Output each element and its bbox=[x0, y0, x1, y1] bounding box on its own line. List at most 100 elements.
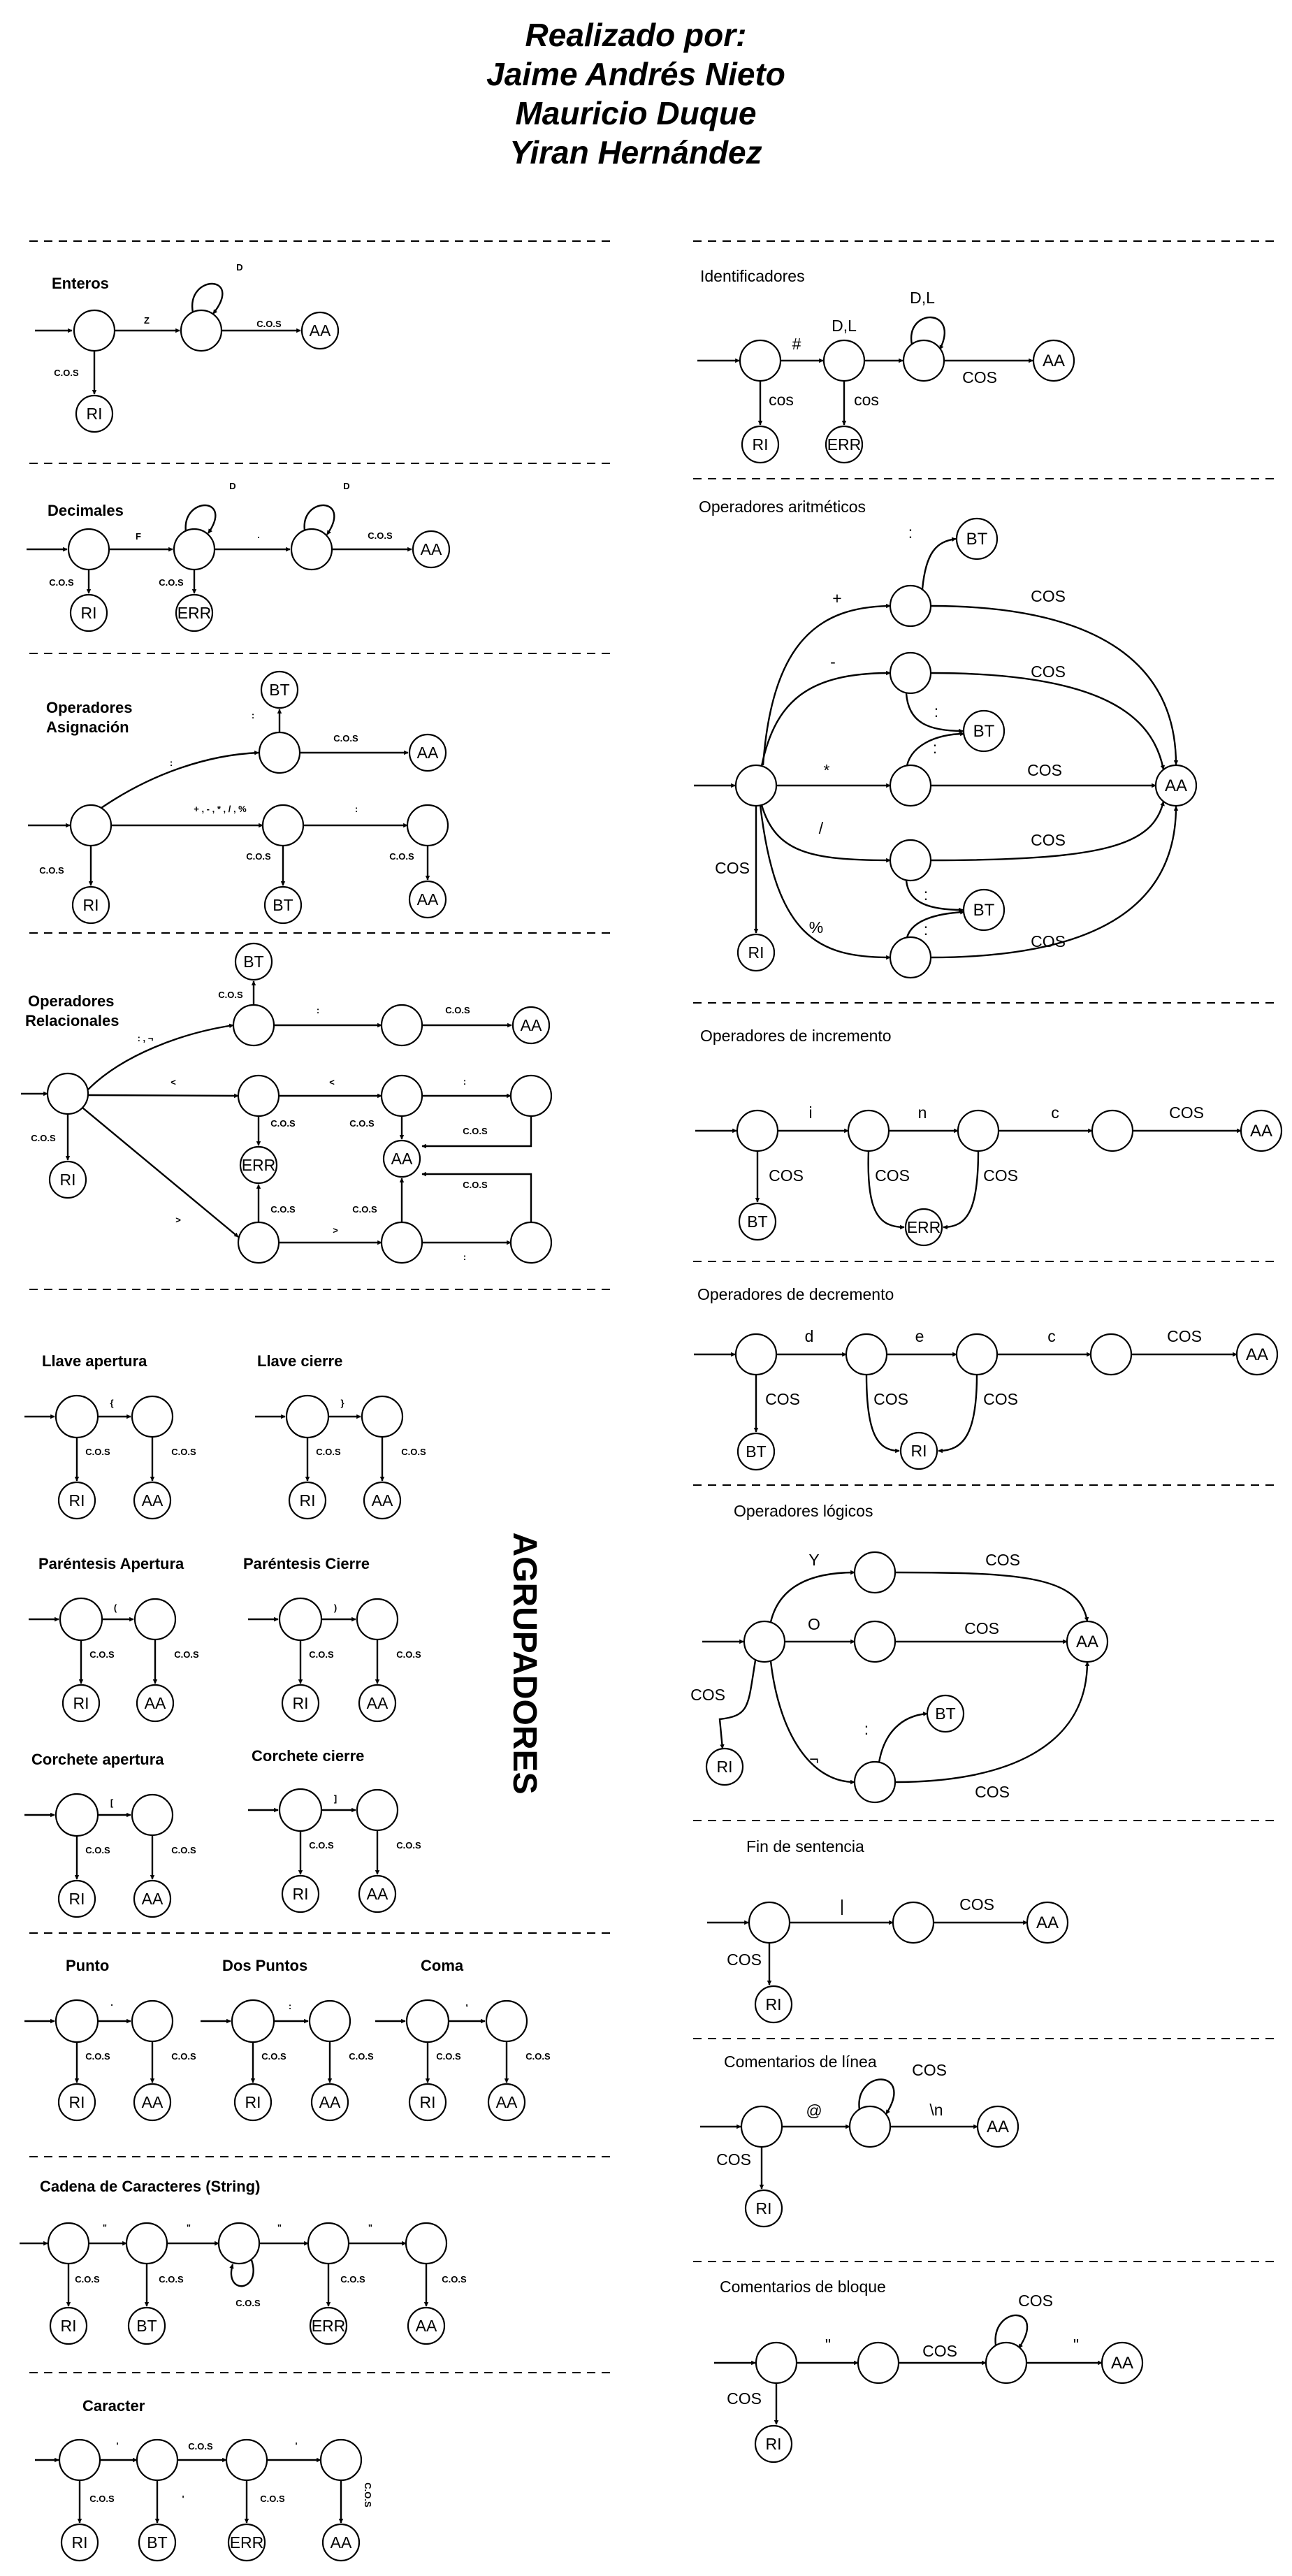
transition-label: ' bbox=[116, 2440, 118, 2451]
transition-label: C.O.S bbox=[85, 1447, 110, 1457]
transition-label: COS bbox=[1031, 587, 1066, 605]
transition-label: c bbox=[1047, 1327, 1056, 1345]
transition-arrow bbox=[930, 801, 1165, 862]
state-node bbox=[131, 1793, 174, 1837]
state-node bbox=[319, 2438, 363, 2482]
transition-label: C.O.S bbox=[363, 2482, 373, 2508]
state-label: AA bbox=[142, 2093, 164, 2111]
transition-label: C.O.S bbox=[333, 733, 358, 744]
transition-label: > bbox=[333, 1225, 338, 1236]
state-rejected: RI bbox=[288, 1481, 327, 1520]
state-node bbox=[278, 1597, 323, 1642]
state-label: BT bbox=[243, 953, 263, 971]
section-title-decimales: Decimales bbox=[48, 502, 124, 519]
state-node bbox=[734, 764, 778, 807]
transition-label: C.O.S bbox=[218, 990, 243, 1000]
state-node bbox=[136, 2438, 179, 2482]
transition-label: COS bbox=[912, 2061, 947, 2079]
state-accepted: AA bbox=[358, 1684, 397, 1723]
state-node bbox=[67, 528, 110, 571]
transition-arrow bbox=[943, 1150, 980, 1230]
state-label: BT bbox=[966, 530, 988, 549]
state-node bbox=[734, 1333, 778, 1376]
state-label: RI bbox=[753, 435, 769, 454]
state-node bbox=[889, 936, 932, 979]
state-label: AA bbox=[1076, 1633, 1098, 1651]
state-rejected: RI bbox=[75, 394, 114, 433]
transition-label: i bbox=[808, 1104, 812, 1122]
state-node bbox=[892, 1901, 935, 1944]
section-title-asignacion: Operadores bbox=[46, 699, 133, 716]
transition-label: Z bbox=[144, 315, 150, 326]
transition-label: COS bbox=[959, 1895, 994, 1913]
transition-label: " bbox=[1073, 2336, 1079, 2354]
state-label: AA bbox=[1111, 2354, 1133, 2373]
transition-arrow bbox=[184, 504, 217, 534]
transition-label: - bbox=[830, 653, 836, 671]
transition-label: C.O.S bbox=[525, 2051, 551, 2062]
state-node bbox=[485, 1999, 528, 2043]
state-label: RI bbox=[87, 405, 103, 423]
transition-arrow bbox=[87, 1023, 234, 1090]
transition-label: COS bbox=[727, 2389, 762, 2408]
state-node bbox=[237, 1221, 280, 1264]
state-label: BT bbox=[973, 722, 995, 741]
transition-label: D bbox=[343, 481, 349, 491]
state-error: ERR bbox=[175, 593, 214, 632]
transition-label: : bbox=[463, 1252, 466, 1262]
state-node bbox=[361, 1395, 404, 1438]
state-node bbox=[125, 2222, 168, 2265]
state-label: BT bbox=[746, 1442, 766, 1461]
transition-label: COS bbox=[962, 368, 997, 386]
transition-label: D bbox=[236, 262, 242, 273]
state-label: BT bbox=[147, 2533, 167, 2552]
section-title-llave-cierre: Llave cierre bbox=[257, 1352, 342, 1370]
state-label: BT bbox=[935, 1705, 955, 1723]
state-label: BT bbox=[273, 896, 293, 914]
state-label: RI bbox=[69, 1890, 85, 1908]
transition-label: : bbox=[170, 758, 173, 768]
state-node bbox=[131, 1395, 174, 1438]
state-node bbox=[231, 1999, 275, 2043]
state-accepted: AA bbox=[407, 2306, 446, 2345]
state-accepted: AA bbox=[1240, 1109, 1283, 1152]
state-label: AA bbox=[367, 1694, 389, 1712]
state-node bbox=[308, 1999, 351, 2043]
transition-label: # bbox=[792, 335, 801, 353]
state-accepted: AA bbox=[408, 880, 447, 919]
state-label: AA bbox=[1246, 1345, 1268, 1364]
transition-label: COS bbox=[716, 2150, 751, 2169]
transition-label: d bbox=[805, 1327, 814, 1345]
state-label: RI bbox=[756, 2199, 772, 2217]
transition-label: C.O.S bbox=[75, 2274, 100, 2285]
transition-label: COS bbox=[873, 1390, 908, 1408]
state-label: AA bbox=[416, 2317, 437, 2335]
transition-label: C.O.S bbox=[401, 1447, 426, 1457]
state-node bbox=[822, 339, 866, 382]
transition-label: C.O.S bbox=[31, 1133, 56, 1143]
state-label: AA bbox=[417, 744, 439, 762]
transition-label: D,L bbox=[910, 289, 935, 307]
transition-label: : bbox=[317, 1005, 319, 1015]
state-accepted: AA bbox=[1032, 339, 1075, 382]
state-accepted: AA bbox=[1235, 1333, 1279, 1376]
transition-label: C.O.S bbox=[171, 1845, 196, 1855]
transition-label: cos bbox=[854, 391, 879, 409]
state-node bbox=[739, 339, 782, 382]
transition-arrow bbox=[921, 537, 957, 590]
state-label: BT bbox=[136, 2317, 157, 2335]
section-title-punto: Punto bbox=[66, 1957, 109, 1974]
section-title-paren-cierre: Paréntesis Cierre bbox=[243, 1555, 370, 1572]
state-backtrack: BT bbox=[260, 670, 299, 709]
transition-arrow bbox=[229, 2259, 254, 2287]
transition-label: C.O.S bbox=[235, 2298, 261, 2308]
state-node bbox=[258, 731, 301, 774]
state-node bbox=[748, 1901, 791, 1944]
state-accepted: AA bbox=[1066, 1620, 1109, 1663]
state-rejected: RI bbox=[233, 2083, 273, 2122]
state-node bbox=[889, 839, 932, 882]
transition-arrow bbox=[303, 504, 335, 535]
state-label: AA bbox=[496, 2093, 518, 2111]
transition-label: C.O.S bbox=[270, 1118, 296, 1129]
